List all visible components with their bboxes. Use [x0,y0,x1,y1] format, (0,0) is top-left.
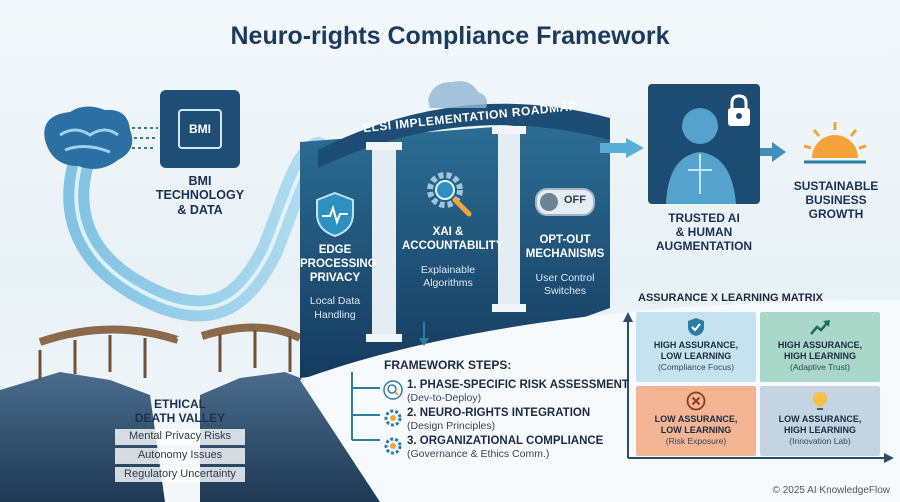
gear-magnifier-icon [427,172,472,217]
trend-up-icon [810,320,830,335]
bmi-label: BMI TECHNOLOGY & DATA [155,174,245,217]
steps-heading: FRAMEWORK STEPS: [384,358,512,372]
growth-label: SUSTAINABLE BUSINESS GROWTH [793,179,879,221]
step-item-2: 2. NEURO-RIGHTS INTEGRATION (Design Prin… [383,406,633,434]
pillar-xai-accountability: XAI & ACCOUNTABILITY Explainable Algorit… [402,168,503,290]
sunrise-icon [803,122,867,164]
toggle-switch-icon: OFF [535,188,595,216]
padlock-icon [728,94,750,126]
bmi-chip-label: BMI [178,109,222,149]
magnifier-icon [383,380,403,400]
matrix-cell-low-assurance-high-learning: LOW ASSURANCE,HIGH LEARNING (Innovation … [760,386,880,456]
gear-icon [384,437,402,455]
list-item: Regulatory Uncertainty [115,466,245,483]
bmi-chip-icon: BMI [160,90,240,168]
matrix-title: ASSURANCE X LEARNING MATRIX [638,292,823,304]
death-valley-title: ETHICAL DEATH VALLEY [134,397,226,425]
gear-icon [384,409,402,427]
page-title: Neuro-rights Compliance Framework [230,22,670,50]
trusted-ai-label: TRUSTED AI & HUMAN AUGMENTATION [655,211,753,253]
x-circle-icon [686,391,706,411]
shield-heartbeat-icon [316,191,354,238]
footer-credit: © 2025 AI KnowledgeFlow [772,485,890,496]
matrix-cell-high-assurance-high-learning: HIGH ASSURANCE,HIGH LEARNING (Adaptive T… [760,312,880,382]
brain-icon [44,106,158,169]
list-item: Mental Privacy Risks [115,429,245,445]
matrix-cell-high-assurance-low-learning: HIGH ASSURANCE,LOW LEARNING (Compliance … [636,312,756,382]
shield-check-icon [688,318,704,336]
step-item-1: 1. PHASE-SPECIFIC RISK ASSESSMENT (Dev-t… [383,378,633,406]
list-item: Autonomy Issues [115,447,245,464]
step-item-3: 3. ORGANIZATIONAL COMPLIANCE (Governance… [383,434,633,462]
death-valley-list: Mental Privacy Risks Autonomy Issues Reg… [115,428,245,485]
pillar-edge-privacy: EDGE PROCESSING PRIVACY Local Data Handl… [300,190,377,322]
assurance-learning-matrix: HIGH ASSURANCE,LOW LEARNING (Compliance … [636,312,880,456]
trusted-ai-panel [648,84,760,204]
matrix-cell-low-assurance-low-learning: LOW ASSURANCE,LOW LEARNING (Risk Exposur… [636,386,756,456]
human-figure-icon [666,108,736,204]
pillar-opt-out: OFF OPT-OUT MECHANISMS User Control Swit… [522,188,608,298]
lightbulb-icon [813,392,827,410]
